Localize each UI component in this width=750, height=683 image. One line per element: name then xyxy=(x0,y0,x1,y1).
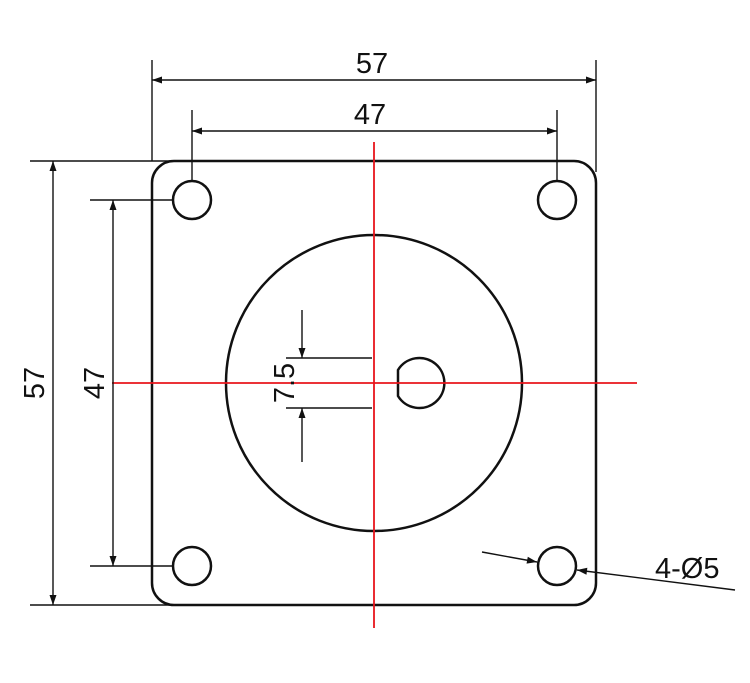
dimension-overall-height: 57 xyxy=(19,160,172,606)
dimension-shaft-flat: 7.5 xyxy=(269,310,372,462)
shaft-hole xyxy=(396,356,446,410)
dimension-hole-spacing-width: 47 xyxy=(191,99,558,181)
mounting-hole-bottom-left xyxy=(171,545,213,587)
dimension-hole-spacing-height: 47 xyxy=(79,199,173,567)
shaft-flat-label: 7.5 xyxy=(269,363,301,403)
overall-height-label: 57 xyxy=(19,367,51,399)
mounting-hole-top-left xyxy=(171,179,213,221)
hole-spacing-width-label: 47 xyxy=(354,99,386,131)
holes-callout-label: 4-Ø5 xyxy=(655,553,719,585)
mounting-hole-top-right xyxy=(536,179,578,221)
overall-width-label: 57 xyxy=(356,48,388,80)
mounting-hole-bottom-right xyxy=(536,545,578,587)
holes-callout: 4-Ø5 xyxy=(481,551,736,591)
dimension-overall-width: 57 xyxy=(151,48,597,172)
hole-spacing-height-label: 47 xyxy=(79,367,111,399)
